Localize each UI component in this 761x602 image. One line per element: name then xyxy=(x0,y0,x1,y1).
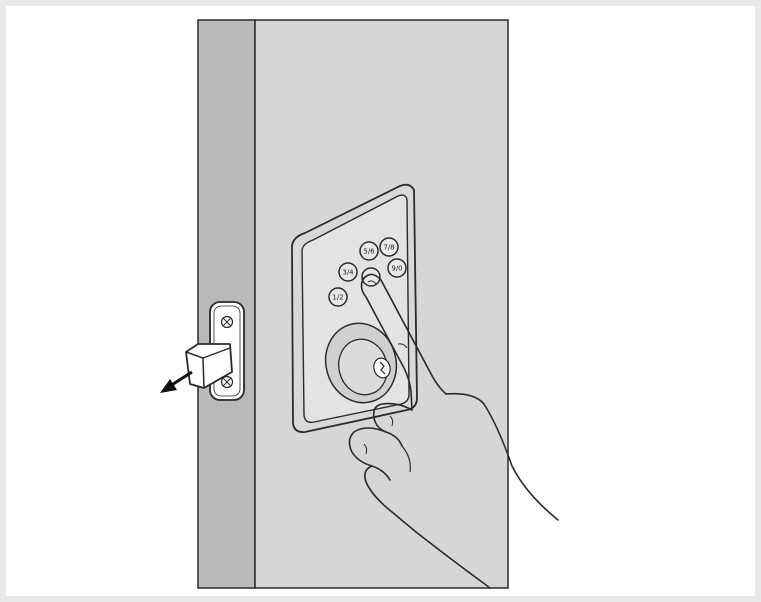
lock-installation-illustration: 5/6 7/8 3/4 9/0 1/2 xyxy=(6,6,755,596)
arrow-icon xyxy=(160,372,192,393)
keypad-button: 7/8 xyxy=(380,238,398,256)
keypad-button: 5/6 xyxy=(360,242,378,260)
keypad-button-label: 1/2 xyxy=(332,294,343,302)
keypad-button: 1/2 xyxy=(329,288,347,306)
keypad-button: 3/4 xyxy=(339,263,357,281)
keypad-button-label: 3/4 xyxy=(342,269,354,277)
keypad-button-label: 5/6 xyxy=(363,248,375,256)
keypad-button-label: 9/0 xyxy=(391,265,402,273)
keypad-button-label: 7/8 xyxy=(383,244,394,252)
screw-icon xyxy=(222,377,233,388)
illustration-frame: 5/6 7/8 3/4 9/0 1/2 xyxy=(6,6,755,596)
screw-icon xyxy=(222,317,233,328)
keypad-button: 9/0 xyxy=(388,259,406,277)
